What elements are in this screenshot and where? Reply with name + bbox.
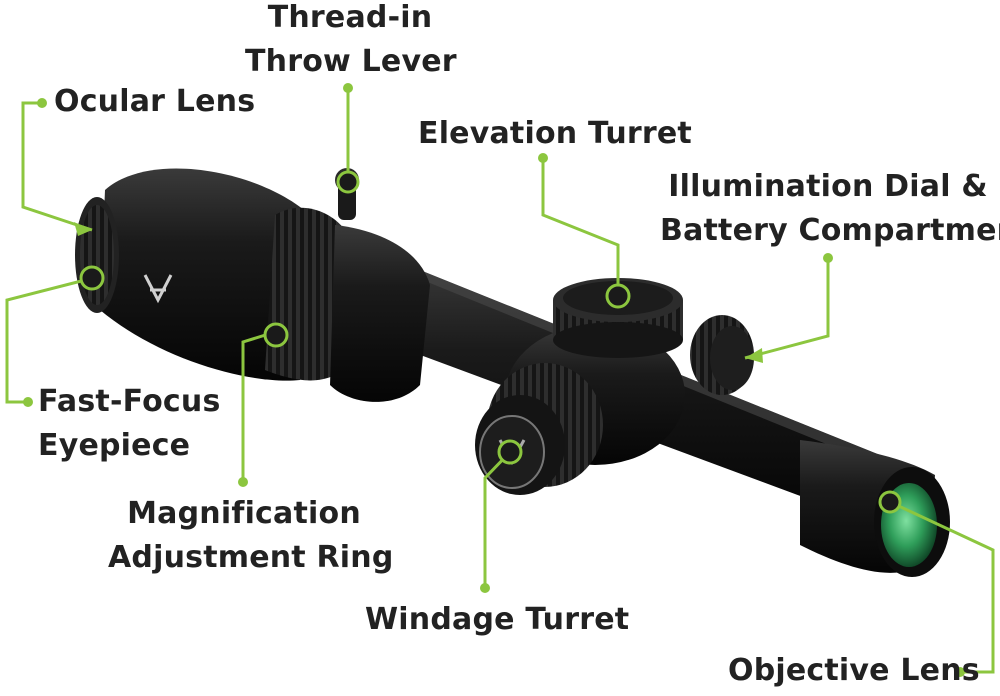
illumination-dial-shape bbox=[690, 315, 754, 395]
vortex-logo-icon bbox=[143, 274, 173, 304]
callout-dots bbox=[23, 83, 965, 677]
callout-arrows bbox=[74, 222, 763, 363]
leader-fast-focus bbox=[5, 276, 94, 404]
leader-elevation bbox=[541, 158, 620, 296]
leader-illumination bbox=[744, 258, 830, 360]
label-windage-turret: Windage Turret bbox=[365, 602, 630, 637]
eyepiece-body bbox=[75, 168, 310, 381]
label-illumination-dial: Illumination Dial & Battery Compartment bbox=[660, 169, 1000, 248]
label-thread-in-throw-lever: Thread-in Throw Lever bbox=[245, 0, 457, 79]
label-ocular-lens: Ocular Lens bbox=[54, 84, 256, 119]
leader-objective bbox=[889, 500, 995, 674]
magnification-ring-shape bbox=[265, 207, 430, 402]
objective-bell bbox=[800, 440, 950, 577]
label-magnification-adjustment-ring: Magnification Adjustment Ring bbox=[108, 496, 394, 575]
label-objective-lens: Objective Lens bbox=[728, 653, 980, 688]
leader-ocular-lens bbox=[21, 101, 93, 232]
label-fast-focus-eyepiece: Fast-Focus Eyepiece bbox=[38, 384, 221, 463]
callout-rings bbox=[79, 170, 902, 514]
windage-turret-shape bbox=[475, 363, 603, 495]
label-elevation-turret: Elevation Turret bbox=[418, 116, 692, 151]
